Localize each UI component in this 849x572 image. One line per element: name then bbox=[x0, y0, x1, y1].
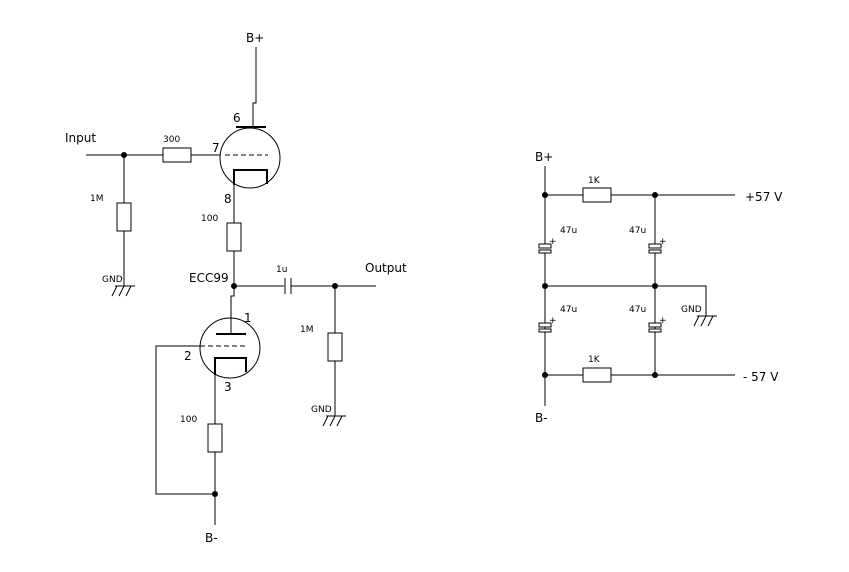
power-supply-circuit: B+ B- 1K +57 V + 47u + 47u GND + 47u bbox=[535, 150, 783, 425]
pin-2-label: 2 bbox=[184, 349, 192, 363]
cap-ur-plate-top bbox=[648, 243, 662, 249]
amp-bminus-label: B- bbox=[205, 531, 218, 545]
pin-7-label: 7 bbox=[212, 141, 220, 155]
cap-lr-plate-top bbox=[648, 322, 662, 328]
vpos-label: +57 V bbox=[745, 190, 783, 204]
gnd-output-icon bbox=[322, 415, 346, 427]
cap-ul-plus: + bbox=[549, 237, 557, 247]
bottom-cathode-resistor bbox=[207, 423, 223, 453]
output-leak-resistor bbox=[327, 332, 343, 362]
coupling-capacitor bbox=[284, 278, 292, 294]
cap-ur-plus: + bbox=[659, 237, 667, 247]
bottom-triode bbox=[199, 317, 261, 379]
psu-bminus-label: B- bbox=[535, 411, 548, 425]
psu-bottom-resistor-label: 1K bbox=[588, 355, 601, 365]
cap-ll-plate-top bbox=[538, 322, 552, 328]
cap-ur-label: 47u bbox=[629, 226, 646, 236]
output-leak-label: 1M bbox=[300, 325, 314, 335]
psu-bottom-right-junction bbox=[652, 372, 658, 378]
grid-resistor-300 bbox=[162, 147, 192, 163]
bminus-junction bbox=[212, 491, 218, 497]
ground-rail bbox=[545, 285, 707, 316]
vneg-label: - 57 V bbox=[743, 370, 779, 384]
psu-mid-left-junction bbox=[542, 283, 548, 289]
pin-3-label: 3 bbox=[224, 380, 232, 394]
cap-ul-label: 47u bbox=[560, 226, 577, 236]
input-leak-label: 1M bbox=[90, 194, 104, 204]
top-cathode-resistor bbox=[226, 222, 242, 252]
gnd-input-icon bbox=[111, 285, 135, 297]
pin-8-label: 8 bbox=[224, 192, 232, 206]
psu-bplus-label: B+ bbox=[535, 150, 553, 164]
tube-name-label: ECC99 bbox=[189, 271, 229, 285]
psu-bottom-resistor bbox=[582, 367, 612, 383]
psu-gnd-label: GND bbox=[681, 305, 702, 315]
pin-1-label: 1 bbox=[244, 311, 252, 325]
bottom-cathode bbox=[214, 357, 247, 375]
amplifier-circuit: B+ Input 300 1M GND 6 7 8 100 ECC99 bbox=[65, 31, 407, 545]
pin-6-label: 6 bbox=[233, 111, 241, 125]
bplus-wire bbox=[252, 47, 257, 127]
cap-lr-plus: + bbox=[659, 316, 667, 326]
cap-ll-label: 47u bbox=[560, 305, 577, 315]
top-cathode-resistor-label: 100 bbox=[201, 214, 218, 224]
gnd-output-label: GND bbox=[311, 405, 332, 415]
cap-ul-plate-bottom bbox=[538, 249, 552, 254]
bottom-grid-loop bbox=[155, 345, 215, 495]
bottom-cathode-resistor-label: 100 bbox=[180, 415, 197, 425]
psu-gnd-icon bbox=[693, 315, 717, 327]
grid-resistor-label: 300 bbox=[163, 135, 180, 145]
amp-bplus-label: B+ bbox=[246, 31, 264, 45]
cap-ll-plate-bottom bbox=[538, 328, 552, 333]
cap-ll-plus: + bbox=[549, 316, 557, 326]
top-cathode bbox=[233, 169, 268, 185]
cap-lr-label: 47u bbox=[629, 305, 646, 315]
psu-top-resistor bbox=[582, 187, 612, 203]
input-leak-resistor bbox=[116, 202, 132, 232]
output-label: Output bbox=[365, 261, 407, 275]
cap-ul-plate-top bbox=[538, 243, 552, 249]
input-label: Input bbox=[65, 131, 96, 145]
gnd-input-label: GND bbox=[102, 275, 123, 285]
cap-ur-plate-bottom bbox=[648, 249, 662, 254]
psu-mid-right-junction bbox=[652, 283, 658, 289]
top-triode bbox=[219, 127, 281, 189]
psu-top-resistor-label: 1K bbox=[588, 176, 601, 186]
bottom-plate-wire bbox=[230, 286, 235, 318]
coupling-capacitor-label: 1u bbox=[276, 265, 287, 275]
cap-lr-plate-bottom bbox=[648, 328, 662, 333]
